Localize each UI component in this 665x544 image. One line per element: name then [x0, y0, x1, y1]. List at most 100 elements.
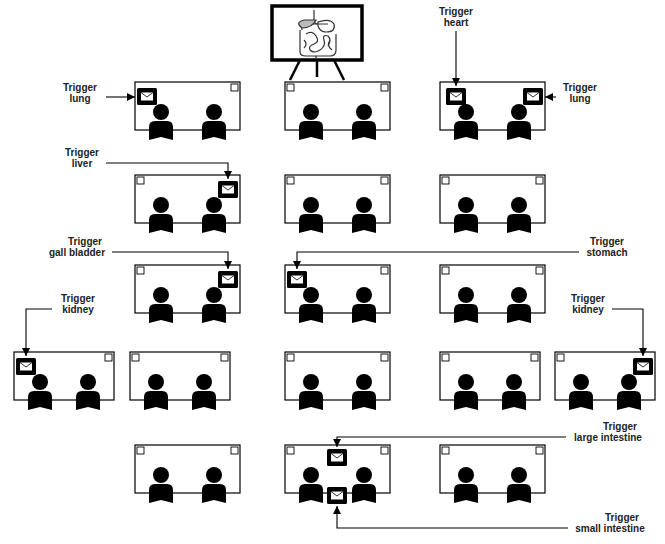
corner-square	[231, 84, 238, 91]
envelope-paper	[637, 363, 649, 371]
envelope-paper	[291, 276, 303, 284]
digestive-illustration	[299, 10, 336, 58]
student-head	[303, 374, 319, 390]
leader-arrow	[106, 96, 135, 97]
organ-outline	[315, 56, 316, 58]
student-body	[202, 484, 226, 503]
desk-group	[440, 175, 545, 233]
envelope-icon	[446, 88, 466, 105]
screen-frame	[272, 6, 362, 60]
desk-group	[285, 175, 390, 233]
student-head	[153, 467, 169, 483]
envelope-icon	[137, 88, 157, 105]
student-body	[299, 121, 323, 140]
desk	[555, 352, 655, 400]
corner-square	[132, 354, 139, 361]
student-body	[352, 304, 376, 323]
organ-outline	[306, 32, 330, 52]
organ-outline	[318, 20, 334, 32]
organ-outline	[304, 40, 332, 50]
student-head	[573, 374, 589, 390]
envelope-flap	[331, 454, 343, 459]
student-head	[303, 104, 319, 120]
student-head	[458, 104, 474, 120]
leader-arrow	[112, 252, 228, 269]
envelope-flap	[20, 363, 32, 368]
corner-square	[287, 84, 294, 91]
student-head	[356, 197, 372, 213]
student-body	[617, 391, 641, 410]
envelope-flap	[637, 363, 649, 368]
leader-arrow	[612, 309, 643, 356]
envelope-back	[327, 487, 347, 504]
easel-leg	[316, 60, 319, 77]
envelope-icon	[218, 181, 238, 198]
envelope-flap	[450, 93, 462, 98]
corner-square	[137, 267, 144, 274]
student-head	[458, 287, 474, 303]
student-head	[206, 467, 222, 483]
student-body	[202, 121, 226, 140]
envelope-paper	[331, 492, 343, 500]
corner-square	[381, 447, 388, 454]
student-body	[149, 214, 173, 233]
desk-group	[135, 175, 240, 233]
corner-square	[287, 447, 294, 454]
envelope-back	[446, 88, 466, 105]
trigger-label: Trigger gall bladder	[46, 236, 108, 258]
envelope-back	[16, 358, 36, 375]
student-body	[454, 121, 478, 140]
envelope-icon	[327, 449, 347, 466]
corner-square	[536, 177, 543, 184]
student-head	[511, 197, 527, 213]
student-head	[458, 197, 474, 213]
envelope-icon	[218, 271, 238, 288]
student-head	[153, 287, 169, 303]
student-head	[511, 467, 527, 483]
student-body	[507, 214, 531, 233]
student-body	[454, 214, 478, 233]
corner-square	[287, 177, 294, 184]
student-body	[352, 214, 376, 233]
student-head	[303, 467, 319, 483]
envelope-icon	[523, 88, 543, 105]
envelope-paper	[141, 93, 153, 101]
student-body	[507, 121, 531, 140]
student-body	[299, 304, 323, 323]
organ-outline	[300, 30, 336, 56]
corner-square	[105, 354, 112, 361]
corner-square	[442, 354, 449, 361]
envelope-back	[137, 88, 157, 105]
envelope-flap	[141, 93, 153, 98]
corner-square	[381, 84, 388, 91]
trigger-label: Trigger large intestine	[570, 421, 646, 443]
corner-square	[442, 177, 449, 184]
corner-square	[231, 447, 238, 454]
desk-group	[285, 445, 390, 503]
desk-group	[14, 352, 114, 410]
desk-group	[440, 352, 540, 410]
corner-square	[536, 447, 543, 454]
envelope-flap	[222, 186, 234, 191]
corner-square	[381, 354, 388, 361]
student-body	[454, 484, 478, 503]
student-head	[356, 287, 372, 303]
student-head	[356, 104, 372, 120]
student-body	[299, 484, 323, 503]
leader-arrow	[455, 31, 456, 86]
student-body	[507, 304, 531, 323]
student-body	[507, 484, 531, 503]
leader-arrow	[297, 252, 579, 269]
envelope-paper	[331, 454, 343, 462]
leader-arrow	[337, 437, 566, 447]
student-head	[511, 104, 527, 120]
corner-square	[442, 267, 449, 274]
trigger-label: Trigger kidney	[56, 293, 100, 315]
desk-group	[440, 445, 545, 503]
student-head	[356, 467, 372, 483]
envelope-back	[327, 449, 347, 466]
envelope-back	[287, 271, 307, 288]
desk-group	[285, 82, 390, 140]
